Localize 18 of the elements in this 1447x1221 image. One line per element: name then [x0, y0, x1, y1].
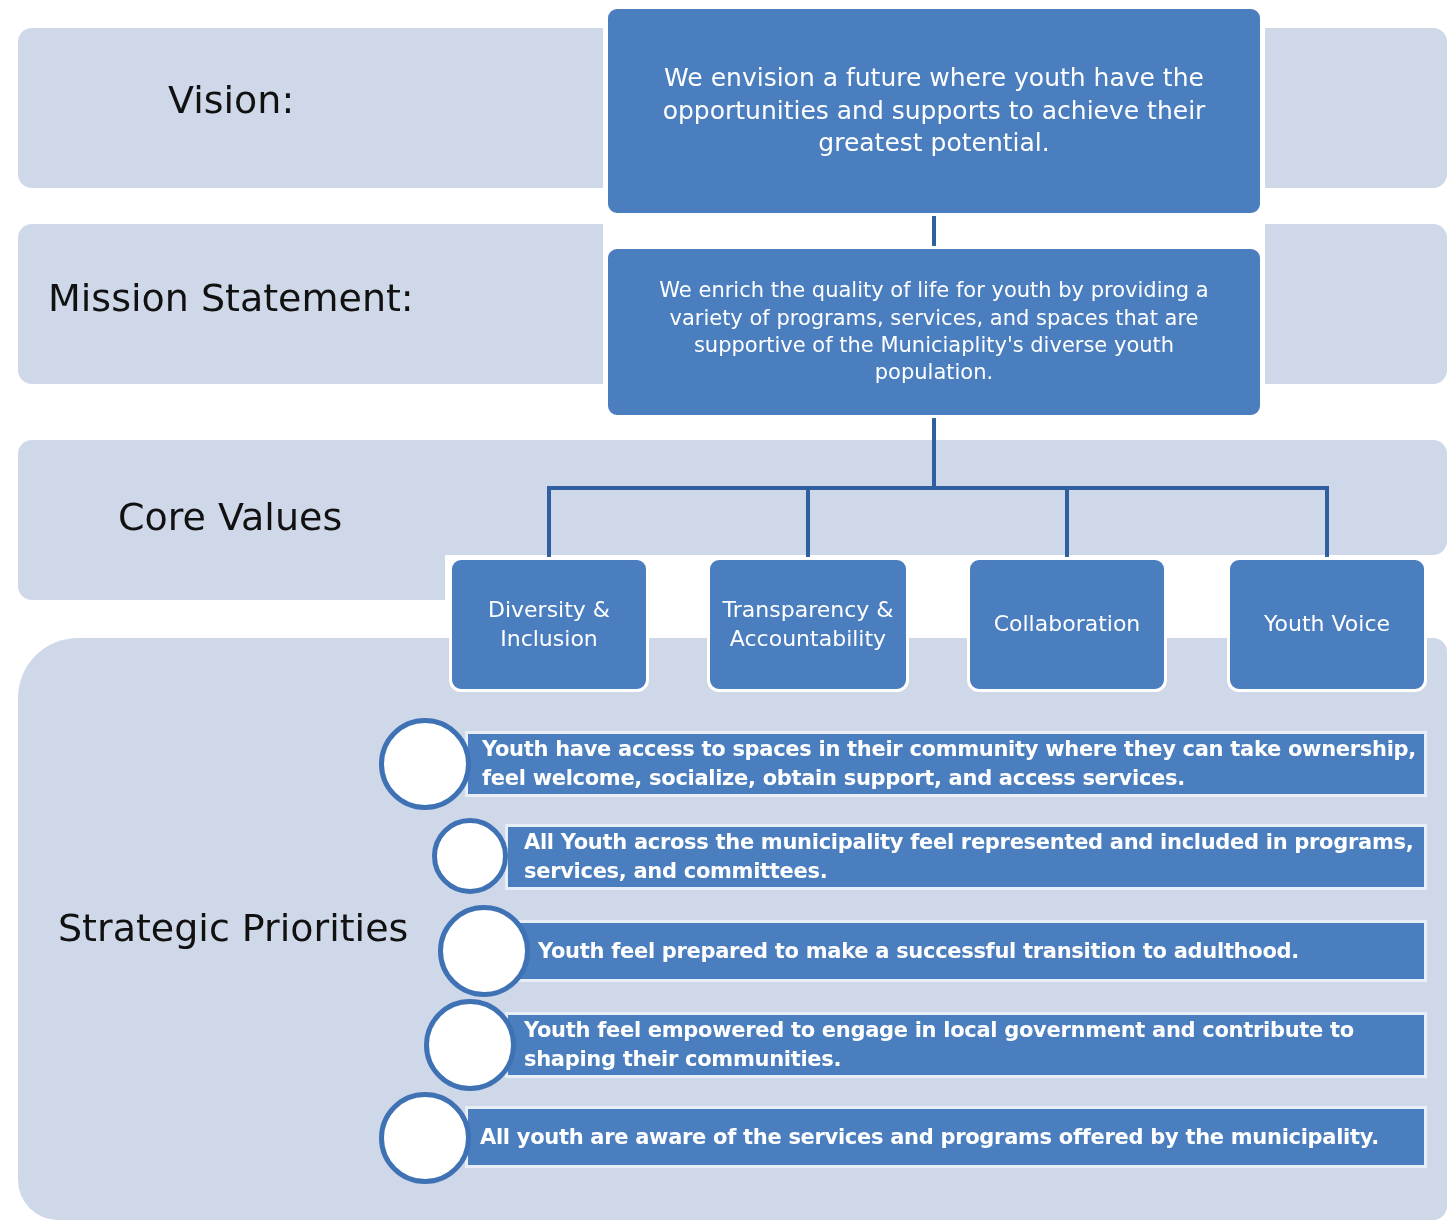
priority-bar: Youth feel empowered to engage in local government and contribute to shaping their communities. — [505, 1012, 1427, 1078]
statement-box: We enrich the quality of life for youth by providing a variety of programs, services, and spaces that are supportive of the Municiaplity's diverse youth population. — [605, 246, 1263, 418]
priority-bar: All Youth across the municipality feel represented and included in programs, services, and committees. — [505, 824, 1427, 890]
band-label: Vision: — [168, 78, 295, 122]
value-box: Transparency & Accountability — [707, 557, 909, 692]
band-label: Core Values — [118, 495, 343, 539]
priority-bar: All youth are aware of the services and programs offered by the municipality. — [465, 1106, 1427, 1168]
value-box: Collaboration — [967, 557, 1167, 692]
band-label: Mission Statement: — [48, 276, 414, 320]
connector-line — [932, 216, 936, 246]
band-background — [18, 28, 603, 188]
band-label: Strategic Priorities — [58, 906, 409, 950]
band-background — [18, 440, 445, 600]
statement-box: We envision a future where youth have the opportunities and supports to achieve their greatest potential. — [605, 6, 1263, 216]
value-box: Youth Voice — [1227, 557, 1427, 692]
priority-bar: Youth have access to spaces in their community where they can take ownership, feel welcome, socialize, obtain support, and access services. — [465, 731, 1427, 797]
value-box: Diversity & Inclusion — [449, 557, 649, 692]
band-background — [18, 224, 603, 384]
